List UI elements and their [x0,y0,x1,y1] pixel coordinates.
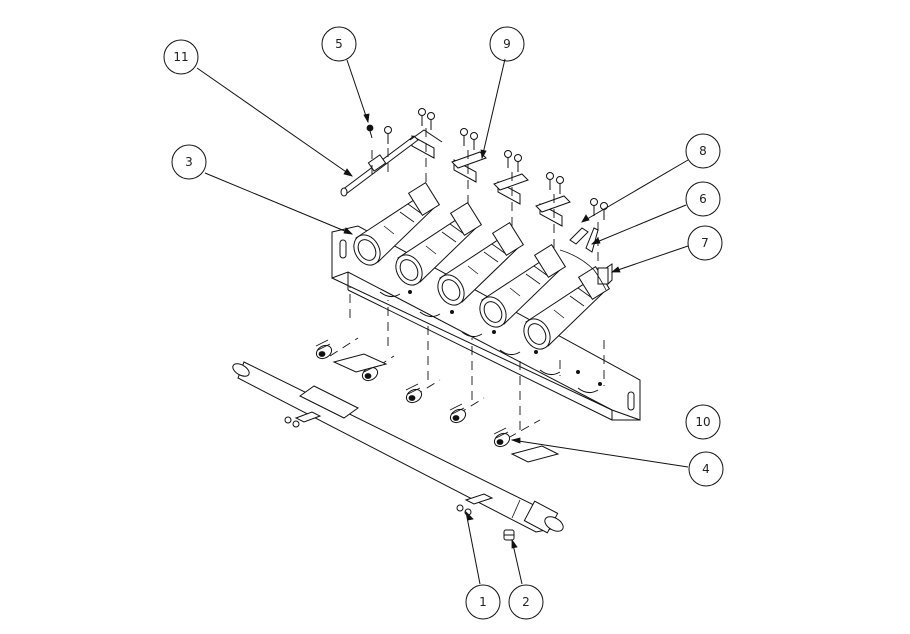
valve-3 [405,383,423,404]
gas-valves [315,339,511,448]
svg-text:11: 11 [173,50,188,64]
heat-shields [411,135,571,227]
svg-text:4: 4 [702,462,710,476]
svg-text:8: 8 [699,144,707,158]
callout-5: 5 [321,26,357,62]
small-screw [366,124,374,139]
burner-tube-5 [523,265,611,350]
svg-text:9: 9 [503,37,511,51]
gas-manifold-pipe [232,353,564,534]
valve-5 [493,427,511,448]
callout-9: 9 [489,26,525,62]
svg-text:2: 2 [522,595,530,609]
callout-8: 8 [685,133,721,169]
svg-text:3: 3 [185,155,193,169]
svg-text:10: 10 [695,415,710,429]
callout-4: 4 [688,451,724,487]
callout-11: 11 [163,39,199,75]
callout-10: 10 [685,404,721,440]
burner-tube-1 [353,181,441,266]
callout-2: 2 [508,584,544,620]
callout-7: 7 [687,225,723,261]
manifold-screws [284,416,472,516]
pipe-cap-nut [503,529,515,541]
burner-tubes [353,181,611,350]
svg-text:6: 6 [699,192,707,206]
callout-3: 3 [171,144,207,180]
burner-tube-3 [437,221,525,306]
burner-tube-2 [395,201,483,286]
igniter-assembly [559,227,613,291]
callout-1: 1 [465,584,501,620]
valve-1 [315,339,333,360]
burner-tube-4 [479,243,567,328]
svg-text:5: 5 [335,37,343,51]
valve-4 [449,403,467,424]
crossover-rod [340,129,443,197]
leader-lines [196,58,689,585]
svg-text:1: 1 [479,595,487,609]
svg-text:7: 7 [701,236,709,250]
alignment-lines [329,128,605,439]
callout-6: 6 [685,181,721,217]
